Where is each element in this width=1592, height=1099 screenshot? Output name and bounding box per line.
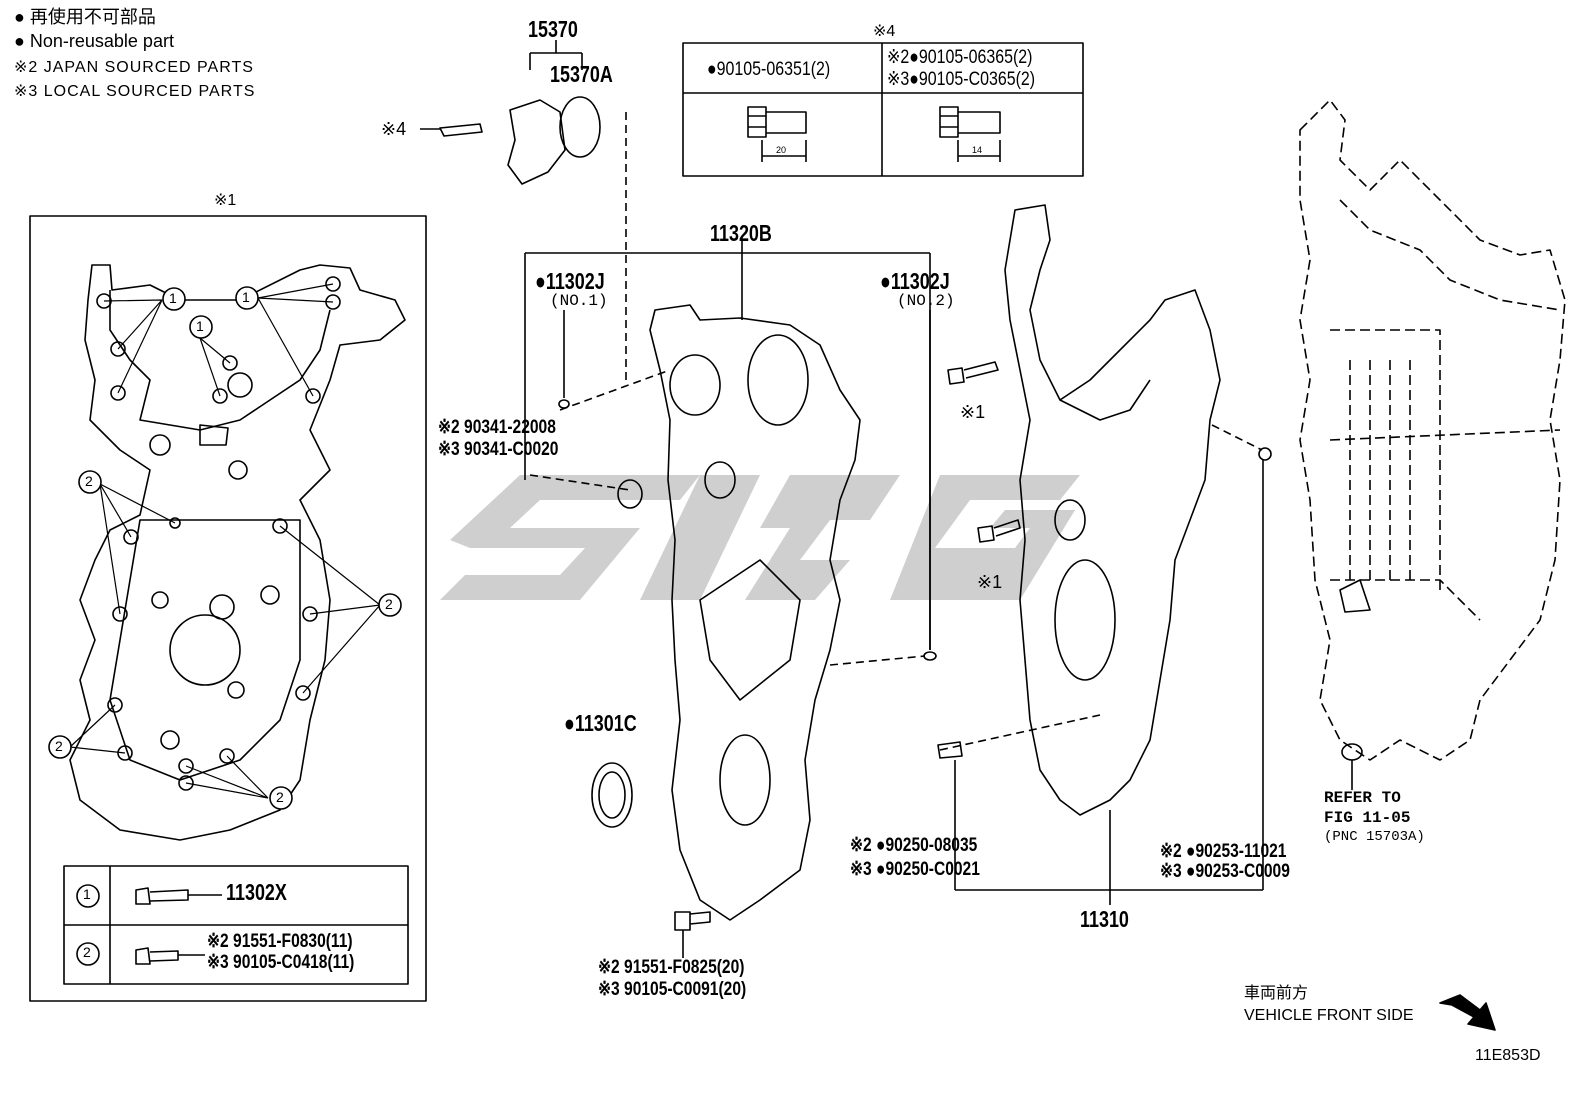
timing-cover-11320b [649, 304, 861, 921]
front-arrow [1439, 994, 1496, 1031]
bolt-table-right-line1: ※2●90105-06365(2) [887, 47, 1033, 68]
callout-11310: 11310 [1080, 906, 1129, 932]
callout-11320b: 11320B [710, 220, 772, 246]
legend-local-sourced: ※3 LOCAL SOURCED PARTS [14, 83, 256, 100]
watermark-logo [440, 475, 1080, 600]
bolt-table-left-part: ●90105-06351(2) [707, 59, 831, 80]
callout-91551-b: ※3 90105-C0091(20) [598, 979, 747, 1000]
legend-jp: ● 再使用不可部品 [14, 7, 156, 27]
front-side-jp: 車両前方 [1244, 985, 1309, 1002]
note-1-label: ※1 [214, 192, 237, 209]
inset-row1-part: 11302X [226, 879, 287, 905]
note-4-bolt-label: ※4 [381, 119, 407, 139]
callout-11302j-2: ●11302J [880, 268, 950, 294]
callout-90250-b: ※3 ●90250-C0021 [850, 859, 980, 880]
oil-pump-part [507, 99, 566, 185]
oil-seal [591, 762, 633, 828]
refer-line2: FIG 11-05 [1324, 809, 1411, 827]
inset-row2-num: 2 [83, 944, 91, 960]
refer-line3: (PNC 15703A) [1324, 829, 1425, 845]
bolt-length-left: 20 [776, 145, 787, 155]
circle-label: 2 [385, 596, 393, 612]
refer-line1: REFER TO [1324, 789, 1401, 807]
callout-11301c: ●11301C [564, 710, 637, 736]
note-4-label: ※4 [873, 23, 896, 40]
front-side-en: VEHICLE FRONT SIDE [1244, 1007, 1414, 1024]
callout-15370: 15370 [528, 16, 578, 42]
circle-label: 1 [196, 318, 204, 334]
callout-11302j-2-sub: (NO.2) [897, 292, 955, 310]
inset-circles [48, 286, 402, 810]
inset-frame [29, 215, 427, 1002]
bolt-note-b: ※1 [977, 572, 1003, 592]
callout-90253-a: ※2 ●90253-11021 [1160, 841, 1287, 862]
circle-label: 1 [242, 289, 250, 305]
callout-15370a: 15370A [550, 61, 613, 87]
bolt-length-right: 14 [972, 145, 983, 155]
engine-block-outline [1299, 99, 1566, 761]
callout-11302j-1-sub: (NO.1) [550, 292, 608, 310]
legend-en: ● Non-reusable part [14, 31, 174, 51]
illustration-code: 11E853D [1475, 1047, 1541, 1064]
timing-cover-11310 [1004, 204, 1221, 816]
bolt-table-right-line2: ※3●90105-C0365(2) [887, 69, 1036, 90]
callout-11302j-1: ●11302J [535, 268, 605, 294]
gasket-outline [69, 264, 406, 841]
circle-label: 2 [85, 473, 93, 489]
inset-row2-part-a: ※2 91551-F0830(11) [207, 931, 353, 952]
callout-91551-a: ※2 91551-F0825(20) [598, 957, 745, 978]
circle-label: 1 [169, 290, 177, 306]
legend-japan-sourced: ※2 JAPAN SOURCED PARTS [14, 59, 254, 76]
callout-90341-b: ※3 90341-C0020 [438, 439, 559, 460]
bolt-note-a: ※1 [960, 402, 986, 422]
bolt-spec-table [682, 42, 1084, 177]
callout-90341-a: ※2 90341-22008 [438, 417, 556, 438]
inset-row2-part-b: ※3 90105-C0418(11) [207, 952, 355, 973]
callout-90250-a: ※2 ●90250-08035 [850, 835, 978, 856]
circle-label: 2 [276, 789, 284, 805]
circle-label: 2 [55, 738, 63, 754]
callout-90253-b: ※3 ●90253-C0009 [1160, 861, 1290, 882]
inset-leaders [69, 283, 381, 799]
inset-row1-num: 1 [83, 886, 91, 902]
